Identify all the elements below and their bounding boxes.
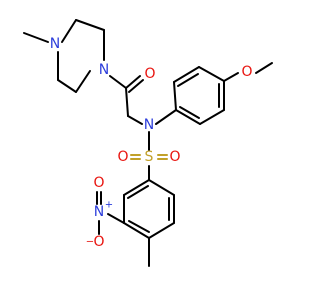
atom-sulfonyl-s: S — [145, 149, 154, 165]
atom-sulfonyl-o-right: O — [169, 149, 180, 165]
atom-sulfonamide-n: N — [144, 117, 154, 133]
bond-ar2-1b — [127, 185, 149, 199]
atom-nitro-n-charge: + — [105, 200, 113, 211]
bond-amide-n-c — [109, 75, 127, 89]
atom-carbonyl-o: O — [144, 66, 155, 82]
atom-labels: N N O O N S O O N + O O − — [50, 36, 253, 250]
bond-ar2-1 — [123, 179, 150, 196]
bond-ar1-2 — [173, 66, 200, 83]
bonds — [23, 19, 273, 267]
atom-piperazine-n-methyl: N — [50, 36, 60, 52]
bond-pip-1 — [61, 19, 77, 43]
bond-ar1-1 — [173, 81, 177, 111]
atom-nitro-o-bottom: O — [93, 234, 104, 250]
bond-ar1-3 — [198, 66, 225, 82]
atom-sulfonyl-o-left: O — [117, 149, 128, 165]
bond-ar2-4 — [148, 222, 175, 239]
bond-ar-nitro — [107, 213, 125, 224]
bond-ar1-2b — [177, 73, 199, 87]
bond-methyl-piperazine — [23, 32, 49, 43]
bond-carbonyl-1 — [125, 75, 141, 89]
bond-ar2-6 — [148, 179, 175, 196]
bond-ar1-6b — [179, 106, 200, 119]
bond-methoxy-c — [255, 62, 273, 74]
bond-n-aryl — [155, 109, 177, 125]
bond-ar2-3 — [123, 222, 150, 239]
bond-ar2-3b — [128, 220, 150, 233]
atom-nitro-o-charge: − — [86, 237, 94, 248]
bond-ch2-n — [127, 115, 143, 125]
bond-ar1-6 — [175, 109, 201, 125]
bond-pip-2 — [75, 19, 105, 31]
atom-methoxy-o: O — [241, 64, 252, 80]
atom-nitro-n: N — [94, 204, 104, 220]
bond-ar1-5 — [199, 109, 225, 125]
bond-carbonyl-2 — [128, 79, 144, 93]
bond-ar-o-methoxy — [223, 72, 239, 82]
molecule-structure: N N O O N S O O N + O O − — [23, 19, 273, 267]
bond-c-ch2 — [125, 87, 129, 117]
bond-pip-5 — [57, 79, 77, 93]
atom-piperazine-n-amide: N — [99, 62, 109, 78]
atom-nitro-o-top: O — [93, 175, 104, 191]
bond-pip-4 — [75, 70, 91, 93]
